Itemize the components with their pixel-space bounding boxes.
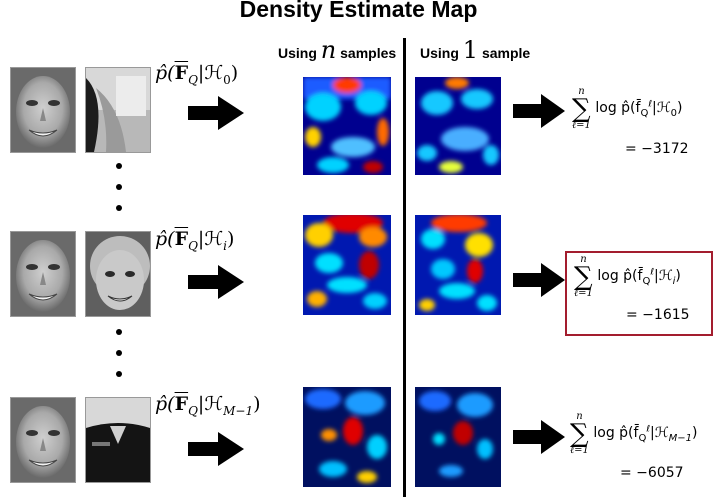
density-map-1-sample-hm1 (415, 387, 501, 487)
query-face-image (10, 231, 76, 317)
density-map-n-samples-hi (303, 215, 391, 315)
ellipsis-dot (116, 205, 122, 211)
formula-H: ℋ (204, 62, 224, 84)
header-n-samples: Using n samples (278, 36, 396, 64)
sum-hyp-sub: M−1 (668, 432, 692, 444)
formula-bar: | (197, 62, 205, 84)
formula-H-sub: 0 (223, 72, 231, 87)
query-face-image (10, 397, 76, 483)
sum-lower-limit: ℓ=1 (574, 288, 593, 299)
formula-close: ) (230, 62, 239, 84)
formula-prefix: p̂( (155, 393, 175, 415)
ellipsis-dot (116, 329, 122, 335)
sum-upper-limit: n (580, 254, 587, 265)
density-map-1-sample-hi (415, 215, 501, 315)
best-match-highlight-box (565, 251, 713, 336)
formula-close: ) (226, 228, 235, 250)
sum-symbol: ∑ (572, 94, 591, 124)
sum-symbol: ∑ (570, 419, 589, 449)
sum-expression-hm1: n ∑ ℓ=1 log p̂(f̄Qℓ|ℋM−1) (570, 411, 698, 456)
log-likelihood-h0: = −3172 (625, 141, 689, 157)
formula-H-sub: i (223, 238, 227, 253)
log-likelihood-hm1: = −6057 (620, 465, 684, 481)
sum-hyp-sub: 0 (670, 107, 677, 119)
hypothesis-0-image (85, 67, 151, 153)
header-one-suffix: sample (478, 45, 531, 61)
right-arrow-icon (513, 263, 565, 297)
likelihood-formula-hi: p̂(FQ|ℋi) (155, 228, 234, 253)
column-divider (403, 38, 406, 497)
formula-F: F (174, 393, 189, 415)
hypothesis-m-1-image (85, 397, 151, 483)
likelihood-formula-h0: p̂(FQ|ℋ0) (155, 62, 238, 87)
formula-bar: | (197, 228, 205, 250)
formula-close: ) (253, 393, 261, 415)
formula-F: F (174, 228, 189, 250)
sum-symbol: ∑ (574, 262, 593, 292)
header-n-suffix: samples (336, 45, 397, 61)
sum-text: log p̂(f̄ (595, 99, 641, 116)
sum-hyp-sub: i (672, 275, 676, 287)
hypothesis-i-image (85, 231, 151, 317)
density-map-1-sample-h0 (415, 77, 501, 175)
density-map-n-samples-h0 (303, 77, 391, 175)
log-likelihood-hi: = −1615 (626, 307, 690, 323)
header-one-prefix: Using (420, 45, 463, 61)
header-n-prefix: Using (278, 45, 321, 61)
sum-upper-limit: n (576, 411, 583, 422)
sum-lower-limit: ℓ=1 (572, 120, 591, 131)
likelihood-formula-hm1: p̂(FQ|ℋM−1) (155, 393, 261, 418)
density-map-n-samples-hm1 (303, 387, 391, 487)
formula-F: F (174, 62, 189, 84)
formula-F-sub: Q (188, 72, 198, 87)
figure-title: Density Estimate Map (239, 0, 478, 22)
sum-upper-limit: n (578, 86, 585, 97)
right-arrow-icon (188, 265, 244, 299)
formula-H: ℋ (204, 228, 224, 250)
sum-text: log p̂(f̄ (597, 267, 643, 284)
ellipsis-dot (116, 163, 122, 169)
query-face-image (10, 67, 76, 153)
header-1-sample: Using 1 sample (420, 36, 530, 64)
formula-prefix: p̂( (155, 228, 175, 250)
ellipsis-dot (116, 371, 122, 377)
right-arrow-icon (188, 432, 244, 466)
sum-expression-hi: n ∑ ℓ=1 log p̂(f̄Qℓ|ℋi) (574, 254, 681, 299)
sum-lower-limit: ℓ=1 (570, 445, 589, 456)
formula-H: ℋ (204, 393, 224, 415)
formula-F-sub: Q (188, 238, 198, 253)
header-n-symbol: n (320, 36, 337, 64)
ellipsis-dot (116, 350, 122, 356)
right-arrow-icon (188, 96, 244, 130)
header-one-symbol: 1 (462, 36, 479, 64)
formula-prefix: p̂( (155, 62, 175, 84)
right-arrow-icon (513, 94, 565, 128)
ellipsis-dot (116, 184, 122, 190)
right-arrow-icon (513, 420, 565, 454)
formula-bar: | (197, 393, 205, 415)
formula-F-sub: Q (188, 403, 198, 418)
sum-text: log p̂(f̄ (593, 424, 639, 441)
sum-expression-h0: n ∑ ℓ=1 log p̂(f̄Qℓ|ℋ0) (572, 86, 683, 131)
formula-H-sub: M−1 (223, 403, 254, 418)
